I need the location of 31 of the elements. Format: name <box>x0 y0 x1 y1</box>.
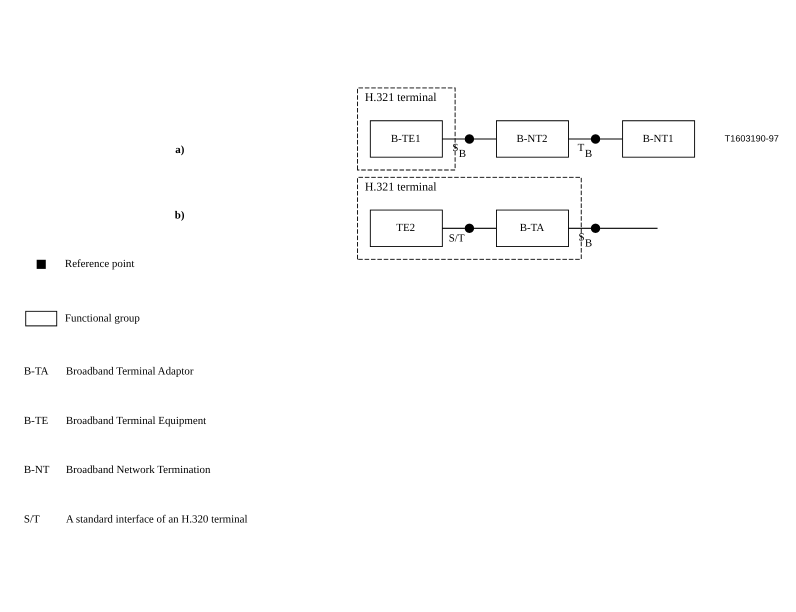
connector <box>568 227 592 228</box>
node-circle <box>590 223 600 233</box>
label: T1603190-97 <box>724 132 779 143</box>
label: Broadband Terminal Adaptor <box>66 365 194 378</box>
label: A standard interface of an H.320 terminal <box>66 512 248 525</box>
node-box: TE2 <box>370 209 443 247</box>
node-circle <box>590 134 600 144</box>
connector <box>474 138 496 140</box>
label: B-TA <box>24 365 49 378</box>
connector <box>442 227 465 228</box>
connector <box>568 138 592 140</box>
node-box: B-TA <box>496 209 569 247</box>
node-circle <box>464 223 474 233</box>
connector <box>600 138 622 140</box>
connector <box>474 227 496 228</box>
node-box: B-TE1 <box>370 120 443 158</box>
connector <box>600 227 658 228</box>
label: Broadband Network Termination <box>66 464 210 476</box>
legend-label: Functional group <box>64 312 140 324</box>
label: a) <box>175 143 184 156</box>
node-label: S/T <box>448 232 465 244</box>
legend-label: Reference point <box>64 258 134 270</box>
label: b) <box>174 208 184 221</box>
label: S/T <box>24 512 40 525</box>
label: B-NT <box>24 464 50 476</box>
connector <box>442 138 465 140</box>
node-box: B-NT1 <box>622 120 696 158</box>
label: B-TE <box>24 414 48 426</box>
node-box: B-NT2 <box>496 120 569 158</box>
node-circle <box>464 134 474 144</box>
label: Broadband Terminal Equipment <box>66 414 206 426</box>
